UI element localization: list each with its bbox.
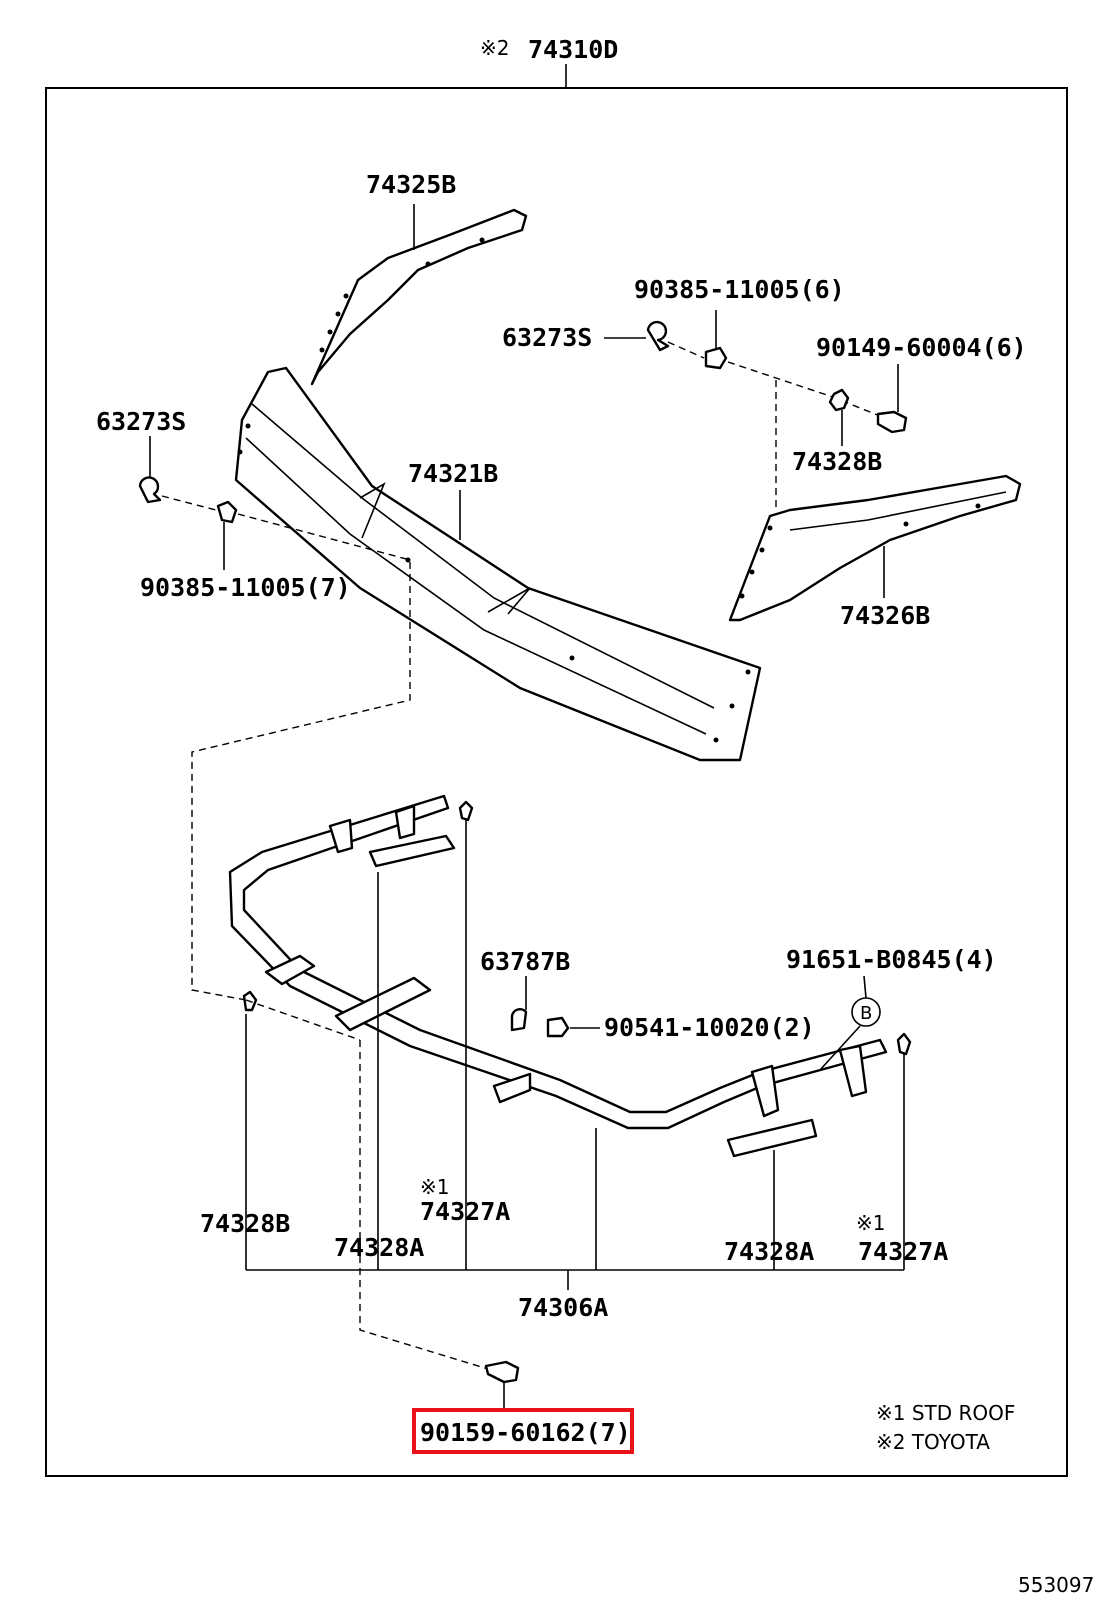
part-74325B-drawing: [310, 208, 528, 386]
header-mark: ※2: [480, 36, 509, 60]
mark-74327A-left: ※1: [420, 1175, 449, 1199]
label-74321B[interactable]: 74321B: [408, 459, 498, 488]
clip-63273S-left-drawing: [138, 476, 162, 504]
nut-90385-top-drawing: [704, 346, 728, 370]
label-63787B[interactable]: 63787B: [480, 947, 570, 976]
diagram-frame: [45, 87, 1068, 1477]
highlight-box: [412, 1408, 634, 1454]
clip-63273S-top-drawing: [646, 320, 670, 352]
label-91651[interactable]: 91651-B0845(4): [786, 945, 997, 974]
label-74328B-top[interactable]: 74328B: [792, 447, 882, 476]
washer-74328B-top-drawing: [828, 388, 850, 412]
nut-90385-left-drawing: [216, 500, 238, 524]
part-74326B-drawing: [728, 474, 1022, 622]
label-90385-top[interactable]: 90385-11005(6): [634, 275, 845, 304]
label-63273S-top[interactable]: 63273S: [502, 323, 592, 352]
note-std-roof: ※1 STD ROOF: [876, 1401, 1015, 1425]
label-74306A[interactable]: 74306A: [518, 1293, 608, 1322]
label-74327A-right[interactable]: 74327A: [858, 1237, 948, 1266]
bolt-90159-drawing: [484, 1360, 520, 1384]
label-90149[interactable]: 90149-60004(6): [816, 333, 1027, 362]
label-74325B[interactable]: 74325B: [366, 170, 456, 199]
assembly-number[interactable]: 74310D: [528, 35, 618, 64]
callout-b[interactable]: B: [860, 1003, 872, 1024]
screw-90149-drawing: [876, 410, 908, 434]
label-74328A-right[interactable]: 74328A: [724, 1237, 814, 1266]
label-74328B-bottom[interactable]: 74328B: [200, 1209, 290, 1238]
mark-74327A-right: ※1: [856, 1211, 885, 1235]
part-74321B-drawing: [234, 366, 762, 762]
label-90541[interactable]: 90541-10020(2): [604, 1013, 815, 1042]
label-90385-left[interactable]: 90385-11005(7): [140, 573, 351, 602]
label-74327A-left[interactable]: 74327A: [420, 1197, 510, 1226]
label-90159[interactable]: 90159-60162(7): [420, 1418, 631, 1447]
label-74328A-left[interactable]: 74328A: [334, 1233, 424, 1262]
part-74306A-drawing: [228, 794, 912, 1158]
label-74326B[interactable]: 74326B: [840, 601, 930, 630]
note-toyota: ※2 TOYOTA: [876, 1430, 990, 1454]
label-63273S-left[interactable]: 63273S: [96, 407, 186, 436]
diagram-code: 553097: [1018, 1573, 1094, 1597]
